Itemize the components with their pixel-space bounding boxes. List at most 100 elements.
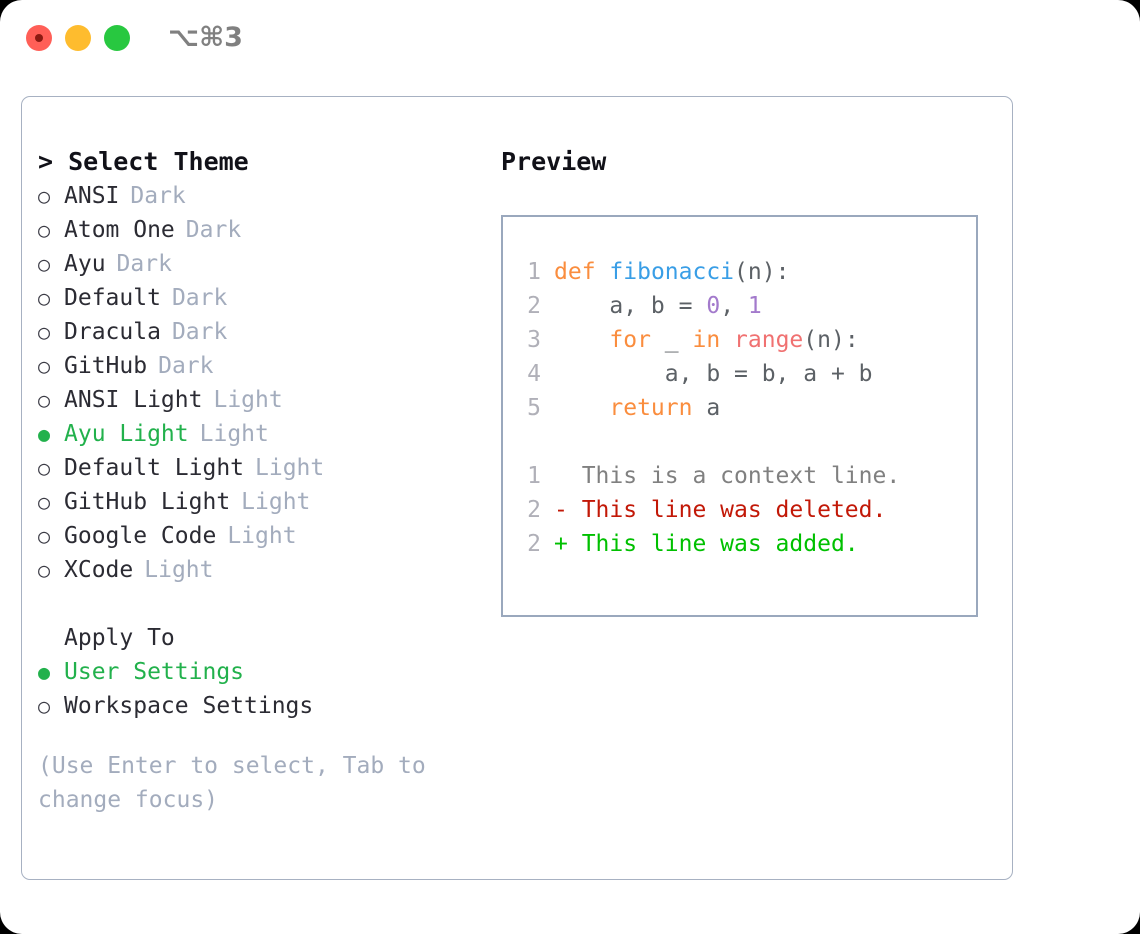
apply-to-label: User Settings <box>64 659 245 685</box>
code-token <box>720 327 734 353</box>
theme-list-item[interactable]: ○ Ayu Dark <box>38 247 488 281</box>
theme-category: Light <box>241 489 311 515</box>
apply-to-label: Workspace Settings <box>64 693 314 719</box>
diff-text: - This line was deleted. <box>554 497 887 523</box>
radio-unselected-icon: ○ <box>38 456 51 480</box>
close-button[interactable] <box>26 25 52 51</box>
line-number: 1 <box>527 259 541 285</box>
keyboard-hint-text: (Use Enter to select, Tab to change focu… <box>38 753 426 813</box>
theme-category: Dark <box>158 353 214 379</box>
theme-list-item[interactable]: ○ ANSI Light Light <box>38 383 488 417</box>
theme-category: Dark <box>116 251 172 277</box>
code-token <box>554 395 609 421</box>
theme-name: ANSI <box>64 183 120 209</box>
theme-list-item[interactable]: ○ Default Dark <box>38 281 488 315</box>
diff-line: 2 + This line was added. <box>515 527 900 561</box>
diff-text: + This line was added. <box>554 531 859 557</box>
code-token: a <box>692 395 721 421</box>
traffic-lights <box>26 25 130 51</box>
code-token: in <box>692 327 721 353</box>
theme-category: Dark <box>171 285 228 311</box>
theme-list-item[interactable]: ○ GitHub Light Light <box>38 485 488 519</box>
theme-category: Dark <box>171 319 228 345</box>
line-number: 2 <box>527 293 541 319</box>
line-number: 2 <box>527 497 541 523</box>
theme-list-item[interactable]: ○ GitHub Dark <box>38 349 488 383</box>
code-token: , <box>720 293 748 319</box>
radio-unselected-icon: ○ <box>38 694 51 718</box>
code-token <box>596 259 610 285</box>
code-line: 5 return a <box>515 391 900 425</box>
theme-name: XCode <box>64 557 134 583</box>
code-token: a, b = b, a + b <box>554 361 873 387</box>
theme-category: Dark <box>185 217 242 243</box>
code-token: 1 <box>747 293 762 319</box>
theme-list-item[interactable]: ○ ANSI Dark <box>38 179 488 213</box>
code-token: (n): <box>734 259 790 285</box>
apply-to-item[interactable]: ●User Settings <box>38 655 488 689</box>
theme-name: GitHub <box>64 353 148 379</box>
theme-list-item[interactable]: ○ Google Code Light <box>38 519 488 553</box>
theme-list-item[interactable]: ○ Atom One Dark <box>38 213 488 247</box>
code-token: a, b = <box>554 293 707 319</box>
radio-unselected-icon: ○ <box>38 320 51 344</box>
theme-name: Atom One <box>64 217 175 243</box>
line-number: 5 <box>527 395 541 421</box>
code-token: for <box>609 327 651 353</box>
theme-category: Dark <box>130 183 186 209</box>
apply-to-item[interactable]: ○ Workspace Settings <box>38 689 488 723</box>
theme-list-item[interactable]: ○ XCode Light <box>38 553 488 587</box>
minimize-button[interactable] <box>65 25 91 51</box>
radio-unselected-icon: ○ <box>38 184 51 208</box>
diff-line: 1 This is a context line. <box>515 459 900 493</box>
radio-unselected-icon: ○ <box>38 524 51 548</box>
diff-text: This is a context line. <box>554 463 901 489</box>
line-number: 1 <box>527 463 541 489</box>
radio-unselected-icon: ○ <box>38 252 51 276</box>
diff-line: 2 - This line was deleted. <box>515 493 900 527</box>
code-line: 4 a, b = b, a + b <box>515 357 900 391</box>
theme-name: GitHub Light <box>64 489 231 515</box>
radio-unselected-icon: ○ <box>38 218 51 242</box>
theme-list-item[interactable]: ○ Dracula Dark <box>38 315 488 349</box>
radio-unselected-icon: ○ <box>38 286 51 310</box>
theme-category: Light <box>255 455 325 481</box>
radio-unselected-icon: ○ <box>38 490 51 514</box>
line-number: 3 <box>527 327 541 353</box>
list-spacer <box>38 587 488 621</box>
code-token: _ <box>650 327 693 353</box>
code-token: return <box>609 395 693 421</box>
theme-name: ANSI Light <box>64 387 203 413</box>
theme-name: Ayu Light <box>64 421 189 447</box>
theme-name: Default <box>64 285 161 311</box>
radio-unselected-icon: ○ <box>38 354 51 378</box>
pane-title-select-theme: > Select Theme <box>38 147 249 176</box>
theme-list-item[interactable]: ○ Default Light Light <box>38 451 488 485</box>
line-number: 4 <box>527 361 541 387</box>
theme-name: Default Light <box>64 455 245 481</box>
theme-category: Light <box>144 557 214 583</box>
code-token: def <box>554 259 596 285</box>
keyboard-shortcut-label: ⌥⌘3 <box>168 22 243 53</box>
theme-category: Light <box>213 387 283 413</box>
code-line: 2 a, b = 0, 1 <box>515 289 900 323</box>
theme-name: Ayu <box>64 251 106 277</box>
radio-unselected-icon: ○ <box>38 388 51 412</box>
apply-to-list[interactable]: ●User Settings ○ Workspace Settings <box>38 655 488 723</box>
theme-name: Google Code <box>64 523 217 549</box>
line-number: 2 <box>527 531 541 557</box>
theme-category: Light <box>227 523 297 549</box>
radio-unselected-icon: ○ <box>38 558 51 582</box>
code-token: 0 <box>706 293 721 319</box>
theme-name: Dracula <box>64 319 161 345</box>
code-diff-separator <box>515 425 900 459</box>
maximize-button[interactable] <box>104 25 130 51</box>
